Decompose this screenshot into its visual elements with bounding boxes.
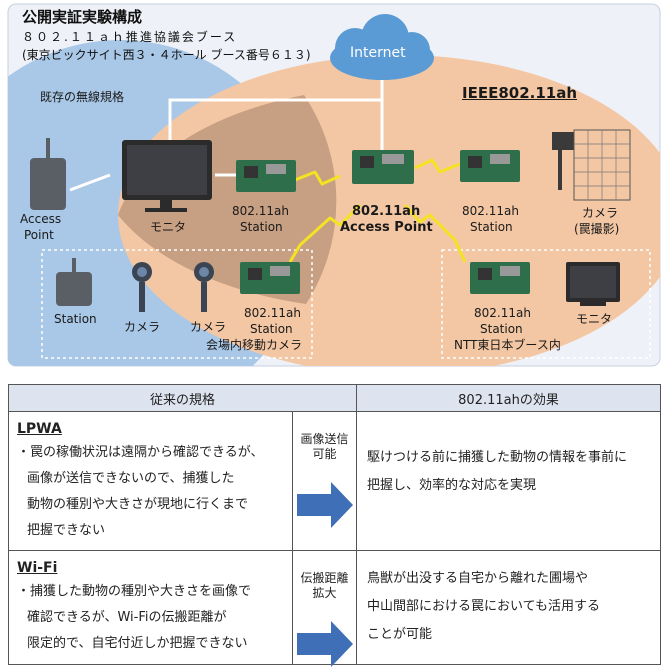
right-arrow-icon xyxy=(297,621,353,667)
wifi-arrow-cell: 伝搬距離 拡大 xyxy=(291,550,358,667)
table-row-wifi: Wi-Fi ・捕獲した動物の種別や大きさを画像で 確認できるが、Wi-Fiの伝搬… xyxy=(8,550,662,667)
station-left-label: Station xyxy=(54,312,97,326)
comparison-table-area: 従来の規格 802.11ahの効果 LPWA ・罠の稼働状況は遠隔から確認できる… xyxy=(7,384,662,667)
wifi-effect-3: ことが可能 xyxy=(367,627,433,642)
wifi-effect-1: 鳥獣が出没する自宅から離れた圃場や xyxy=(367,571,589,586)
center-ap-label-2: Access Point xyxy=(340,220,433,235)
station-router-icon xyxy=(56,258,92,306)
ap-left-label-1: Access xyxy=(20,212,62,226)
header-right: 802.11ahの効果 xyxy=(356,384,662,412)
lpwa-line-1: ・罠の稼働状況は遠隔から確認できるが、 xyxy=(17,445,264,460)
wifi-line-3: 限定的で、自宅付近しか把握できない xyxy=(27,636,248,651)
camera-left-icon xyxy=(132,262,152,312)
wifi-effect-cell: 鳥獣が出没する自宅から離れた圃場や 中山間部における罠においても活用する ことが… xyxy=(356,550,662,665)
diagram-subtitle-2: (東京ビックサイト西３・４ホール ブース番号６１３) xyxy=(22,48,311,62)
router-icon xyxy=(30,138,66,210)
lpwa-arrow-label-1: 画像送信 xyxy=(300,432,349,446)
diagram-title: 公開実証実験構成 xyxy=(22,8,143,26)
camera-trap-label-1: カメラ xyxy=(582,206,619,220)
table-header-row: 従来の規格 802.11ahの効果 xyxy=(7,384,662,412)
comparison-table: 従来の規格 802.11ahの効果 LPWA ・罠の稼働状況は遠隔から確認できる… xyxy=(7,384,662,667)
network-diagram: 公開実証実験構成 ８０２.１１ａｈ推進協議会ブース (東京ビックサイト西３・４ホ… xyxy=(7,3,661,367)
monitor-right-label: モニタ xyxy=(576,312,613,326)
wifi-arrow-label-2: 拡大 xyxy=(312,586,337,600)
diagram-canvas xyxy=(7,3,661,367)
right-arrow-icon xyxy=(297,482,353,528)
station-a-label-2: Station xyxy=(240,220,283,234)
table-row-lpwa: LPWA ・罠の稼働状況は遠隔から確認できるが、 画像が送信できないので、捕獲し… xyxy=(8,411,662,551)
camera-left-label: カメラ xyxy=(124,320,161,334)
camera-trap-icon xyxy=(552,129,631,201)
wifi-line-1: ・捕獲した動物の種別や大きさを画像で xyxy=(17,584,252,599)
ntt-booth-box xyxy=(441,249,651,359)
station-board-b xyxy=(460,150,520,182)
monitor-top-label: モニタ xyxy=(150,220,187,234)
camera-mid-label: カメラ xyxy=(190,320,227,334)
station-d-label-2: Station xyxy=(480,322,523,336)
wifi-name: Wi-Fi xyxy=(17,560,58,576)
monitor-icon xyxy=(122,140,212,212)
venue-box xyxy=(41,249,313,359)
ieee-label: IEEE802.11ah xyxy=(462,84,578,102)
lpwa-effect-cell: 駆けつける前に捕獲した動物の情報を事前に 把握し、効率的な対応を実現 xyxy=(356,411,662,551)
ap-left-label-2: Point xyxy=(24,228,54,242)
ap-board-center xyxy=(352,150,414,184)
station-b-label-1: 802.11ah xyxy=(462,204,519,218)
monitor-right-icon xyxy=(566,262,620,306)
wifi-line-2: 確認できるが、Wi-Fiの伝搬距離が xyxy=(27,610,227,625)
internet-cloud xyxy=(330,14,434,80)
camera-trap-label-2: (罠撮影) xyxy=(574,222,620,236)
station-c-label-1: 802.11ah xyxy=(244,306,301,320)
lpwa-arrow-label-2: 可能 xyxy=(312,447,337,461)
station-c-note: 会場内移動カメラ xyxy=(206,338,303,352)
lpwa-name: LPWA xyxy=(17,421,62,437)
wired-links xyxy=(69,78,384,192)
station-d-note: NTT東日本ブース内 xyxy=(454,338,561,352)
existing-standards-label: 既存の無線規格 xyxy=(40,90,125,104)
station-c-label-2: Station xyxy=(250,322,293,336)
cloud-label: Internet xyxy=(350,45,406,61)
diagram-subtitle-1: ８０２.１１ａｈ推進協議会ブース xyxy=(22,30,238,44)
lpwa-line-2: 画像が送信できないので、捕獲した xyxy=(27,471,235,486)
wireless-links xyxy=(288,158,467,263)
station-a-label-1: 802.11ah xyxy=(232,204,289,218)
wifi-cell: Wi-Fi ・捕獲した動物の種別や大きさを画像で 確認できるが、Wi-Fiの伝搬… xyxy=(8,550,293,665)
center-ap-label-1: 802.11ah xyxy=(352,204,421,219)
lpwa-arrow-cell: 画像送信 可能 xyxy=(291,411,358,551)
station-d-label-1: 802.11ah xyxy=(474,306,531,320)
station-board-a xyxy=(236,160,296,192)
overlap-region xyxy=(118,95,337,304)
lpwa-line-4: 把握できない xyxy=(27,523,106,538)
station-b-label-2: Station xyxy=(470,220,513,234)
camera-mid-icon xyxy=(194,262,214,312)
station-board-c xyxy=(240,262,300,294)
lpwa-effect-2: 把握し、効率的な対応を実現 xyxy=(367,478,537,493)
station-board-d xyxy=(470,262,530,294)
lpwa-effect-1: 駆けつける前に捕獲した動物の情報を事前に xyxy=(367,450,628,465)
header-left: 従来の規格 xyxy=(7,384,358,412)
wifi-effect-2: 中山間部における罠においても活用する xyxy=(367,599,600,614)
lpwa-cell: LPWA ・罠の稼働状況は遠隔から確認できるが、 画像が送信できないので、捕獲し… xyxy=(8,411,293,551)
lpwa-line-3: 動物の種別や大きさが現地に行くまで xyxy=(27,497,249,512)
wifi-arrow-label-1: 伝搬距離 xyxy=(300,571,349,585)
